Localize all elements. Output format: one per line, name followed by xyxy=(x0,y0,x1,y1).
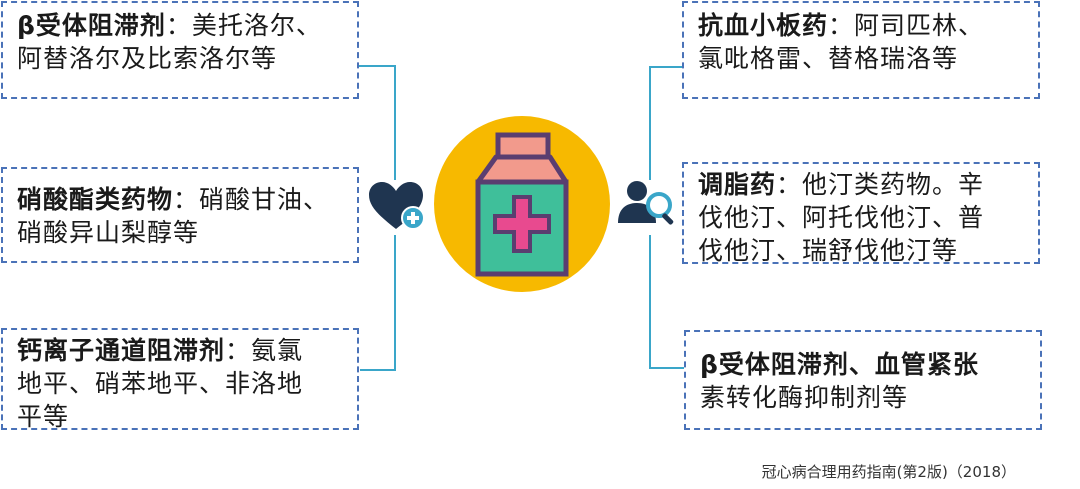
left-box-beta-text: 美托洛尔、 xyxy=(191,11,322,40)
left-box-calcium-blockers: 钙离子通道阻滞剂：氨氯 地平、硝苯地平、非洛地 平等 xyxy=(1,328,359,431)
left-box-nitrates: 硝酸酯类药物：硝酸甘油、 硝酸异山梨醇等 xyxy=(1,167,359,263)
left-box-beta-line2: 阿替洛尔及比索洛尔等 xyxy=(17,44,278,73)
right-box-lipid-label: 调脂药 xyxy=(698,170,777,199)
right-box-antiplatelet-label: 抗血小板药 xyxy=(698,11,829,40)
left-box-calcium-label: 钙离子通道阻滞剂 xyxy=(17,336,226,365)
medicine-bottle-icon xyxy=(434,116,610,292)
connector-right-bottom xyxy=(649,235,684,369)
left-box-beta-blockers: β受体阻滞剂：美托洛尔、 阿替洛尔及比索洛尔等 xyxy=(1,1,359,99)
right-box-lipid: 调脂药：他汀类药物。辛 伐他汀、阿托伐他汀、普 伐他汀、瑞舒伐他汀等 xyxy=(682,162,1040,265)
left-box-calcium-line3: 平等 xyxy=(17,402,70,431)
user-search-icon xyxy=(618,181,674,225)
right-box-antiplatelet: 抗血小板药：阿司匹林、 氯吡格雷、替格瑞洛等 xyxy=(682,1,1040,99)
left-box-calcium-text: 氨氯 xyxy=(251,336,304,365)
left-box-beta-label: β受体阻滞剂 xyxy=(17,11,166,40)
right-box-beta-acei: β受体阻滞剂、血管紧张 素转化酶抑制剂等 xyxy=(684,330,1042,430)
heart-plus-icon xyxy=(369,182,425,230)
left-box-nitrates-label: 硝酸酯类药物 xyxy=(17,185,174,214)
right-box-lipid-text: 他汀类药物。辛 xyxy=(802,170,985,199)
right-box-antiplatelet-text: 阿司匹林、 xyxy=(854,11,985,40)
connector-left-bottom xyxy=(360,235,396,371)
connector-right-top xyxy=(649,66,682,180)
left-box-nitrates-line2: 硝酸异山梨醇等 xyxy=(17,218,200,247)
left-box-nitrates-text: 硝酸甘油、 xyxy=(199,185,330,214)
right-box-lipid-line3: 伐他汀、瑞舒伐他汀等 xyxy=(698,236,959,265)
connector-left-top xyxy=(359,65,396,180)
right-box-lipid-line2: 伐他汀、阿托伐他汀、普 xyxy=(698,203,985,232)
right-box-beta-acei-line2: 素转化酶抑制剂等 xyxy=(700,383,909,412)
left-box-calcium-line2: 地平、硝苯地平、非洛地 xyxy=(17,369,304,398)
citation: 冠心病合理用药指南(第2版)（2018） xyxy=(761,463,1016,481)
right-box-antiplatelet-line2: 氯吡格雷、替格瑞洛等 xyxy=(698,44,959,73)
right-box-beta-acei-line1: β受体阻滞剂、血管紧张 xyxy=(700,350,979,379)
